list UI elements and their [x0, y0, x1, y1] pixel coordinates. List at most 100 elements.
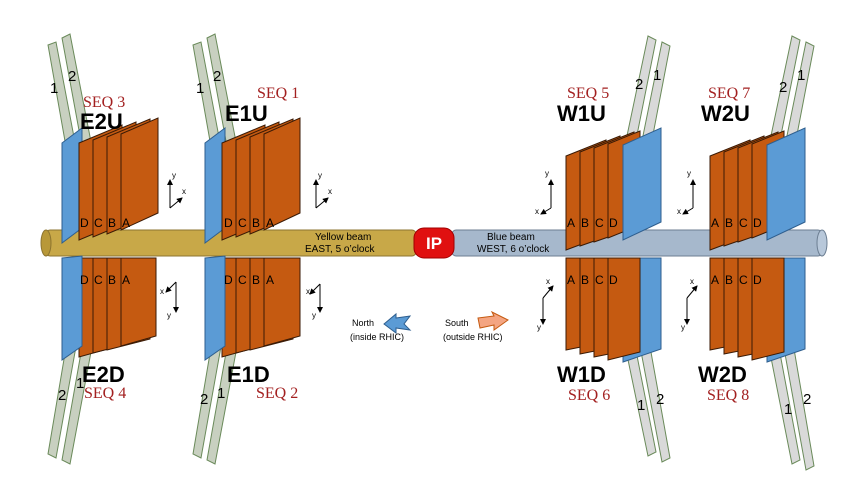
- axis-label-x: x: [535, 207, 539, 216]
- axes-e2d: [165, 281, 179, 313]
- axis-label-y: y: [318, 171, 322, 180]
- w2d-name: W2D: [698, 362, 747, 387]
- e2d-plane-label: A: [122, 273, 130, 287]
- axis-label-y: y: [537, 323, 541, 332]
- w2u-plane-label: B: [725, 216, 733, 230]
- yellow-beam-sublabel: EAST, 5 o’clock: [305, 244, 375, 255]
- axis-label-y: y: [687, 169, 691, 178]
- w1u-seq-label: SEQ 5: [567, 85, 609, 102]
- w2u-plane-label: A: [711, 216, 719, 230]
- w1u-name: W1U: [557, 101, 606, 126]
- w2d-seq-label: SEQ 8: [707, 387, 749, 404]
- beam-pipe: IP Yellow beam EAST, 5 o’clock Blue beam…: [40, 227, 828, 259]
- e1d-plane-label: C: [238, 273, 247, 287]
- w2u-blue-panel: [766, 127, 806, 241]
- e2d-seq-label: SEQ 4: [84, 385, 126, 402]
- w1d-plane-label: D: [609, 273, 618, 287]
- station-w2u: A B C D SEQ 7 W2U: [701, 85, 806, 251]
- w2d-plane-label: C: [739, 273, 748, 287]
- axis-label-x: x: [182, 187, 186, 196]
- e1u-rot-label-2: 2: [213, 68, 221, 85]
- north-label: North: [352, 318, 374, 328]
- w2d-plane-label: D: [753, 273, 762, 287]
- north-arrow-icon: [383, 312, 412, 334]
- e1u-plane-label: D: [224, 216, 233, 230]
- w2d-rot-label-2: 2: [803, 391, 811, 408]
- w2u-plane-label: C: [739, 216, 748, 230]
- station-e1u: D C B A SEQ 1 E1U: [204, 85, 301, 244]
- w2d-rot-label-1: 1: [784, 401, 792, 418]
- w2u-name: W2U: [701, 101, 750, 126]
- axis-label-x: x: [690, 277, 694, 286]
- e2u-rot-label-2: 2: [68, 68, 76, 85]
- e1u-rot-label-1: 1: [196, 80, 204, 97]
- w1d-plane-label: C: [595, 273, 604, 287]
- axis-label-y: y: [312, 311, 316, 320]
- e1d-plane-label: D: [224, 273, 233, 287]
- e1d-rot-label-2: 2: [200, 391, 208, 408]
- w1d-rot-label-2: 2: [656, 391, 664, 408]
- w1d-rot-label-1: 1: [637, 397, 645, 414]
- ip-label: IP: [426, 234, 442, 253]
- e2u-plane-label: C: [94, 216, 103, 230]
- e2u-plane-label: D: [80, 216, 89, 230]
- e1d-rot-label-1: 1: [217, 385, 225, 402]
- w1d-plane-label: A: [567, 273, 575, 287]
- station-w1d: A B C D W1D SEQ 6: [557, 257, 662, 404]
- axis-label-x: x: [546, 277, 550, 286]
- south-arrow-icon: [477, 310, 509, 331]
- axis-label-y: y: [545, 169, 549, 178]
- e2d-plane-label: B: [108, 273, 116, 287]
- w1u-rot-label-2: 2: [635, 76, 643, 93]
- e2d-rot-label-2: 2: [58, 387, 66, 404]
- axis-label-y: y: [172, 171, 176, 180]
- e2d-blue-panel: [61, 255, 83, 361]
- axes-w1d: [540, 285, 554, 325]
- w2d-plane-label: A: [711, 273, 719, 287]
- north-sublabel: (inside RHIC): [350, 332, 404, 342]
- e2d-plane-label: D: [80, 273, 89, 287]
- w1d-seq-label: SEQ 6: [568, 387, 610, 404]
- e2u-seq-label: SEQ 3: [83, 94, 125, 111]
- axis-label-x: x: [306, 287, 310, 296]
- w1u-blue-panel: [622, 127, 662, 241]
- yellow-beam-label: Yellow beam: [315, 232, 371, 243]
- e2u-plane-label: B: [108, 216, 116, 230]
- axis-label-x: x: [677, 207, 681, 216]
- w1u-plane-label: A: [567, 216, 575, 230]
- e2u-rot-label-1: 1: [50, 80, 58, 97]
- axis-label-y: y: [167, 311, 171, 320]
- w2u-plane-label: D: [753, 216, 762, 230]
- axis-label-x: x: [328, 187, 332, 196]
- w1d-plane-label: B: [581, 273, 589, 287]
- axes-w2u: [682, 179, 696, 215]
- blue-beam-sublabel: WEST, 6 o’clock: [477, 244, 550, 255]
- blue-beam-label: Blue beam: [487, 232, 535, 243]
- axes-e1u: [313, 179, 329, 209]
- station-w1u: A B C D SEQ 5 W1U: [557, 85, 662, 251]
- axis-label-y: y: [681, 323, 685, 332]
- e1d-plane-label: A: [266, 273, 274, 287]
- e1u-plane-label: C: [238, 216, 247, 230]
- e1u-plane-label: A: [266, 216, 274, 230]
- w1d-name: W1D: [557, 362, 606, 387]
- e1u-plane-label: B: [252, 216, 260, 230]
- ip-marker: [413, 227, 455, 259]
- e2d-name: E2D: [82, 362, 125, 387]
- e1u-seq-label: SEQ 1: [257, 85, 299, 102]
- station-w2d: A B C D W2D SEQ 8: [698, 257, 806, 404]
- station-e2u: D C B A SEQ 3 E2U: [61, 94, 159, 244]
- axes-e2u: [167, 179, 183, 209]
- e1d-name: E1D: [227, 362, 270, 387]
- e2u-plane-label: A: [122, 216, 130, 230]
- e2d-plane-label: C: [94, 273, 103, 287]
- w1u-plane-label: B: [581, 216, 589, 230]
- e1d-seq-label: SEQ 2: [256, 385, 298, 402]
- axes-e1d: [309, 283, 323, 313]
- e1d-plane-label: B: [252, 273, 260, 287]
- e2u-name: E2U: [80, 109, 123, 134]
- axes-w2d: [684, 285, 698, 325]
- w2u-rot-label-2: 2: [779, 79, 787, 96]
- w2u-rot-label-1: 1: [797, 67, 805, 84]
